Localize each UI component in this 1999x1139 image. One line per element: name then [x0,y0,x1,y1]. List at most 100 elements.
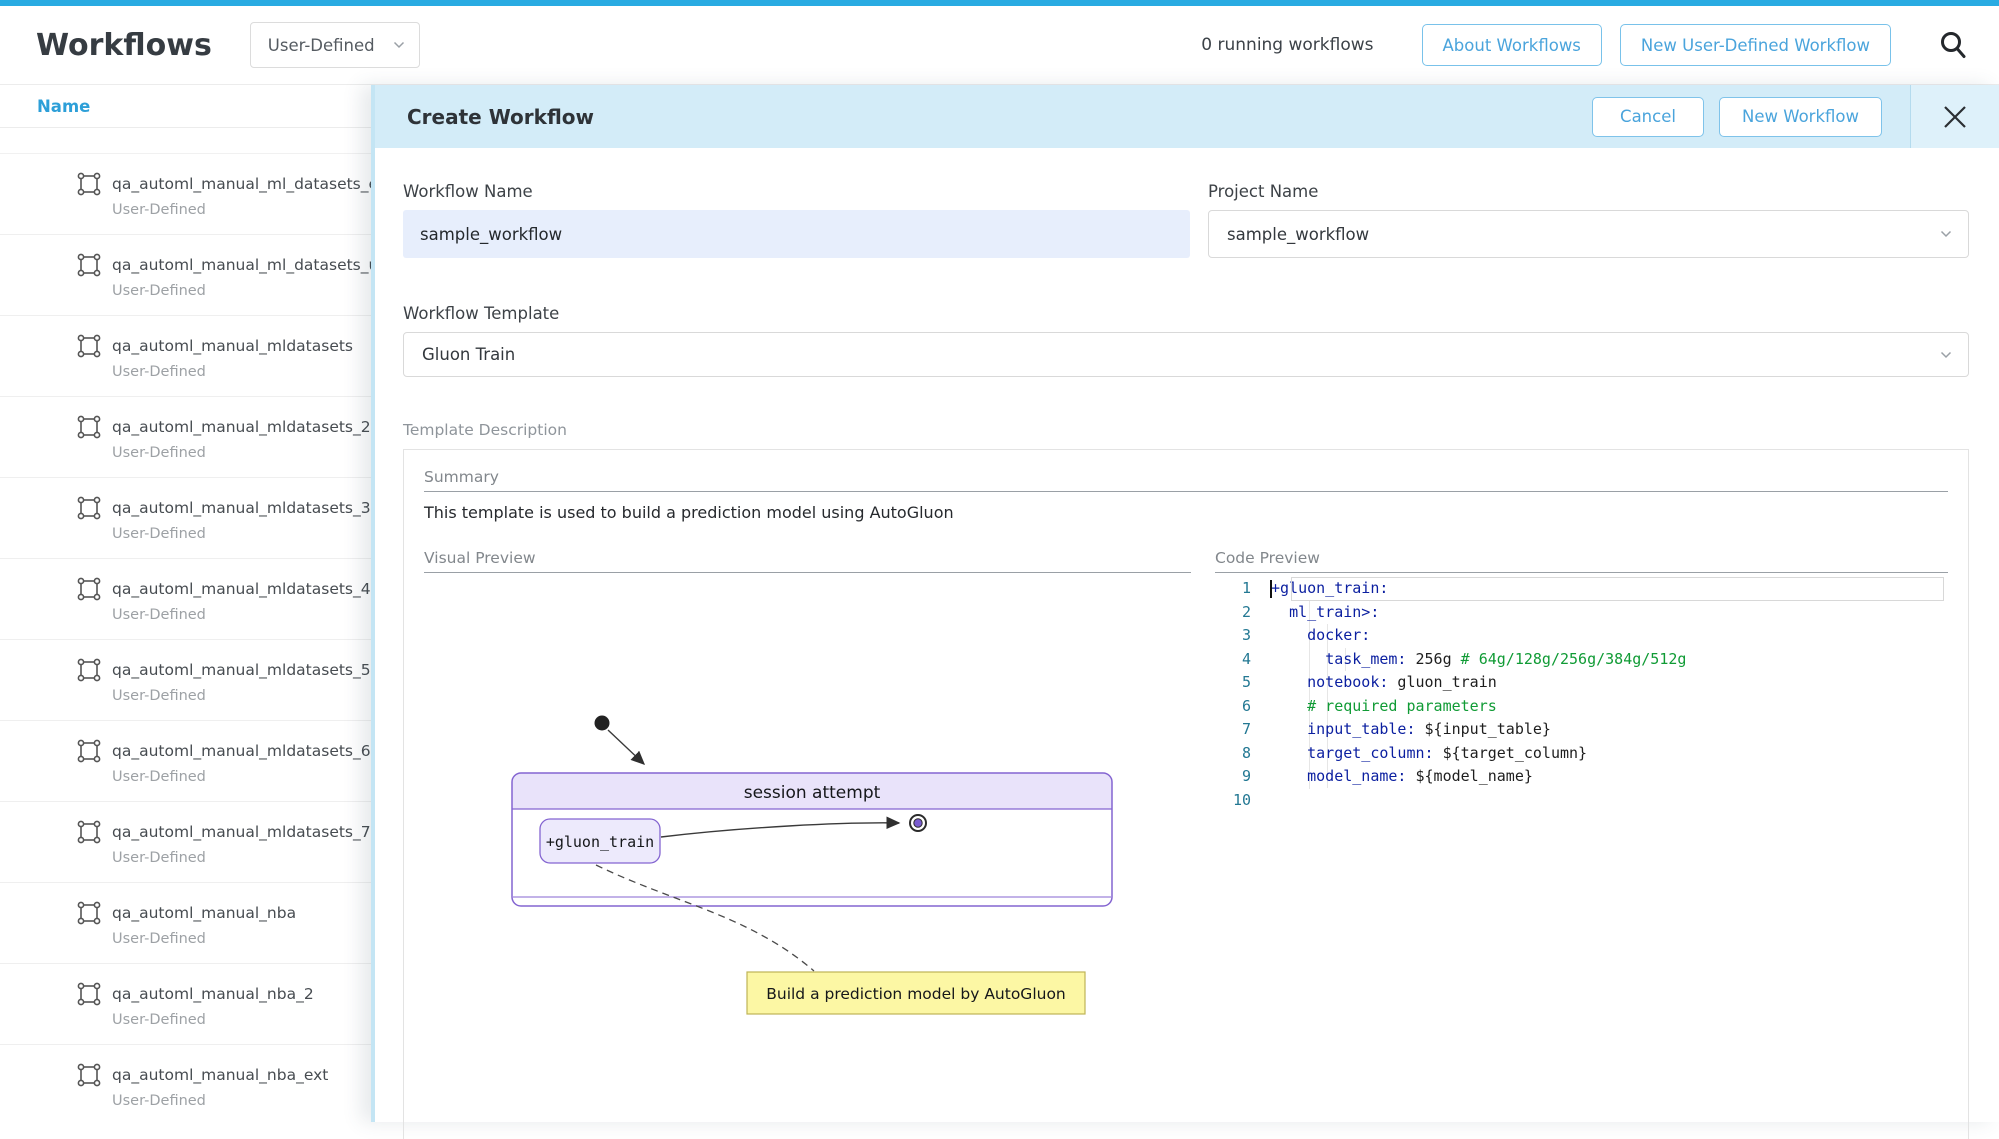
code-line[interactable]: 1+gluon_train: [1215,577,1948,601]
summary-text: This template is used to build a predict… [424,503,954,522]
workflow-graph-icon [77,496,101,519]
workflow-list: qa_automl_manual_ml_datasets_e User-Defi… [0,154,380,1122]
indent-guide [1327,624,1328,788]
code-line[interactable]: 7 input_table: ${input_table} [1215,718,1948,742]
workflow-list-item[interactable]: qa_automl_manual_nba User-Defined [0,883,380,964]
workflow-graph-icon [77,1063,101,1086]
template-description-label: Template Description [403,421,567,439]
workflow-list-item[interactable]: qa_automl_manual_mldatasets_7 User-Defin… [0,802,380,883]
workflow-item-type: User-Defined [112,768,206,785]
workflow-list-item[interactable]: qa_automl_manual_mldatasets_5 User-Defin… [0,640,380,721]
code-line-text: notebook: gluon_train [1307,673,1497,691]
diagram-frame-header [512,773,1112,809]
workflow-item-row: qa_automl_manual_mldatasets_5 [76,657,380,683]
workflow-item-name: qa_automl_manual_mldatasets_4 [112,579,371,598]
preview-row: Visual Preview [424,549,1948,1133]
workflow-list-item[interactable]: qa_automl_manual_mldatasets_4 User-Defin… [0,559,380,640]
workflow-item-type: User-Defined [112,849,206,866]
code-preview-label: Code Preview [1215,549,1320,567]
diagram-note-text: Build a prediction model by AutoGluon [766,985,1066,1003]
workflow-list-item[interactable]: qa_automl_manual_nba_2 User-Defined [0,964,380,1045]
workflow-graph-icon [77,172,101,195]
workflow-item-row: qa_automl_manual_mldatasets_3 [76,495,380,521]
workflow-item-name: qa_automl_manual_mldatasets_2 [112,417,371,436]
workflow-item-type: User-Defined [112,687,206,704]
workflow-graph-icon [77,658,101,681]
code-line[interactable]: 2 ml_train>: [1215,601,1948,625]
code-line-text: docker: [1307,626,1371,644]
code-line[interactable]: 3 docker: [1215,624,1948,648]
workflow-item-name: qa_automl_manual_ml_datasets_u [112,255,379,274]
new-user-defined-workflow-button[interactable]: New User-Defined Workflow [1619,24,1891,66]
workflow-item-name: qa_automl_manual_nba [112,903,297,922]
code-line[interactable]: 5 notebook: gluon_train [1215,671,1948,695]
workflow-item-name: qa_automl_manual_nba_2 [112,984,314,1003]
workflow-item-type: User-Defined [112,1011,206,1028]
code-editor[interactable]: 1+gluon_train:2 ml_train>:3 docker:4 tas… [1215,577,1948,812]
modal-actions: Cancel New Workflow [1592,96,1910,137]
workflow-list-item[interactable]: qa_automl_manual_mldatasets_2 User-Defin… [0,397,380,478]
workflow-item-type: User-Defined [112,282,206,299]
modal-title: Create Workflow [407,104,594,129]
workflow-list-item[interactable]: qa_automl_manual_nba_ext User-Defined [0,1045,380,1122]
code-line-text: ml_train>: [1289,602,1380,621]
code-line[interactable]: 4 task_mem: 256g # 64g/128g/256g/384g/51… [1215,648,1948,672]
workflow-list-item[interactable]: qa_automl_manual_mldatasets_3 User-Defin… [0,478,380,559]
search-button[interactable] [1937,29,1969,61]
cancel-button[interactable]: Cancel [1592,96,1704,137]
code-preview-divider [1215,572,1948,573]
workflow-name-field: Workflow Name sample_workflow [403,182,1190,258]
new-workflow-submit-button[interactable]: New Workflow [1719,96,1882,137]
code-line[interactable]: 8 target_column: ${target_column} [1215,742,1948,766]
workflow-graph-icon [77,253,101,276]
code-line-text: input_table: ${input_table} [1307,720,1551,738]
line-number: 6 [1241,696,1251,715]
visual-preview-divider [424,572,1191,573]
app-header: Workflows User-Defined 0 running workflo… [0,6,1999,85]
top-accent-bar [0,0,1999,6]
modal-close-button[interactable] [1910,85,1999,148]
workflow-name-label: Workflow Name [403,182,533,201]
about-workflows-button[interactable]: About Workflows [1421,24,1602,66]
code-line[interactable]: 10 [1215,789,1948,813]
text-cursor [1270,580,1272,598]
line-number: 9 [1241,767,1251,785]
workflow-name-input[interactable]: sample_workflow [403,210,1190,258]
workflow-list-item[interactable]: qa_automl_manual_mldatasets User-Defined [0,316,380,397]
summary-label: Summary [424,468,499,486]
workflow-template-select[interactable]: Gluon Train [403,332,1969,377]
workflow-graph-icon [77,334,101,357]
line-number: 10 [1232,790,1251,809]
project-name-field: Project Name sample_workflow [1208,182,1969,258]
workflow-item-row: qa_automl_manual_mldatasets [76,333,380,359]
workflow-list-item[interactable]: qa_automl_manual_mldatasets_6 User-Defin… [0,721,380,802]
page-title: Workflows [36,27,212,63]
diagram-frame-title: session attempt [744,783,881,803]
code-line-text [1271,789,1948,813]
running-workflows-status: 0 running workflows [1201,35,1374,55]
close-icon [1944,105,1966,128]
workflow-item-row: qa_automl_manual_mldatasets_2 [76,414,380,440]
workflow-type-dropdown[interactable]: User-Defined [249,22,420,68]
workflow-graph-icon [77,739,101,762]
modal-body: Workflow Name sample_workflow Project Na… [375,148,1999,1139]
code-line[interactable]: 9 model_name: ${model_name} [1215,765,1948,789]
workflow-graph-icon [77,577,101,600]
diagram-frame [511,772,1113,907]
name-column-header[interactable]: Name [0,85,380,128]
project-name-select[interactable]: sample_workflow [1208,210,1969,258]
code-lines: 1+gluon_train:2 ml_train>:3 docker:4 tas… [1215,577,1948,812]
code-line[interactable]: 6 # required parameters [1215,695,1948,719]
visual-preview-label: Visual Preview [424,549,536,567]
workflow-template-label: Workflow Template [403,304,560,323]
workflow-item-name: qa_automl_manual_ml_datasets_e [112,174,379,193]
workflow-list-item[interactable]: qa_automl_manual_ml_datasets_u User-Defi… [0,235,380,316]
search-icon [1941,32,1966,58]
workflow-graph-icon [77,982,101,1005]
workflow-item-type: User-Defined [112,363,206,380]
workflow-item-name: qa_automl_manual_mldatasets_5 [112,660,371,679]
code-preview-section: Code Preview 1+gluon_train:2 ml_train>:3… [1215,549,1948,1133]
workflow-list-item[interactable]: qa_automl_manual_ml_datasets_e User-Defi… [0,154,380,235]
line-number: 2 [1241,602,1251,621]
project-name-label: Project Name [1208,182,1319,201]
